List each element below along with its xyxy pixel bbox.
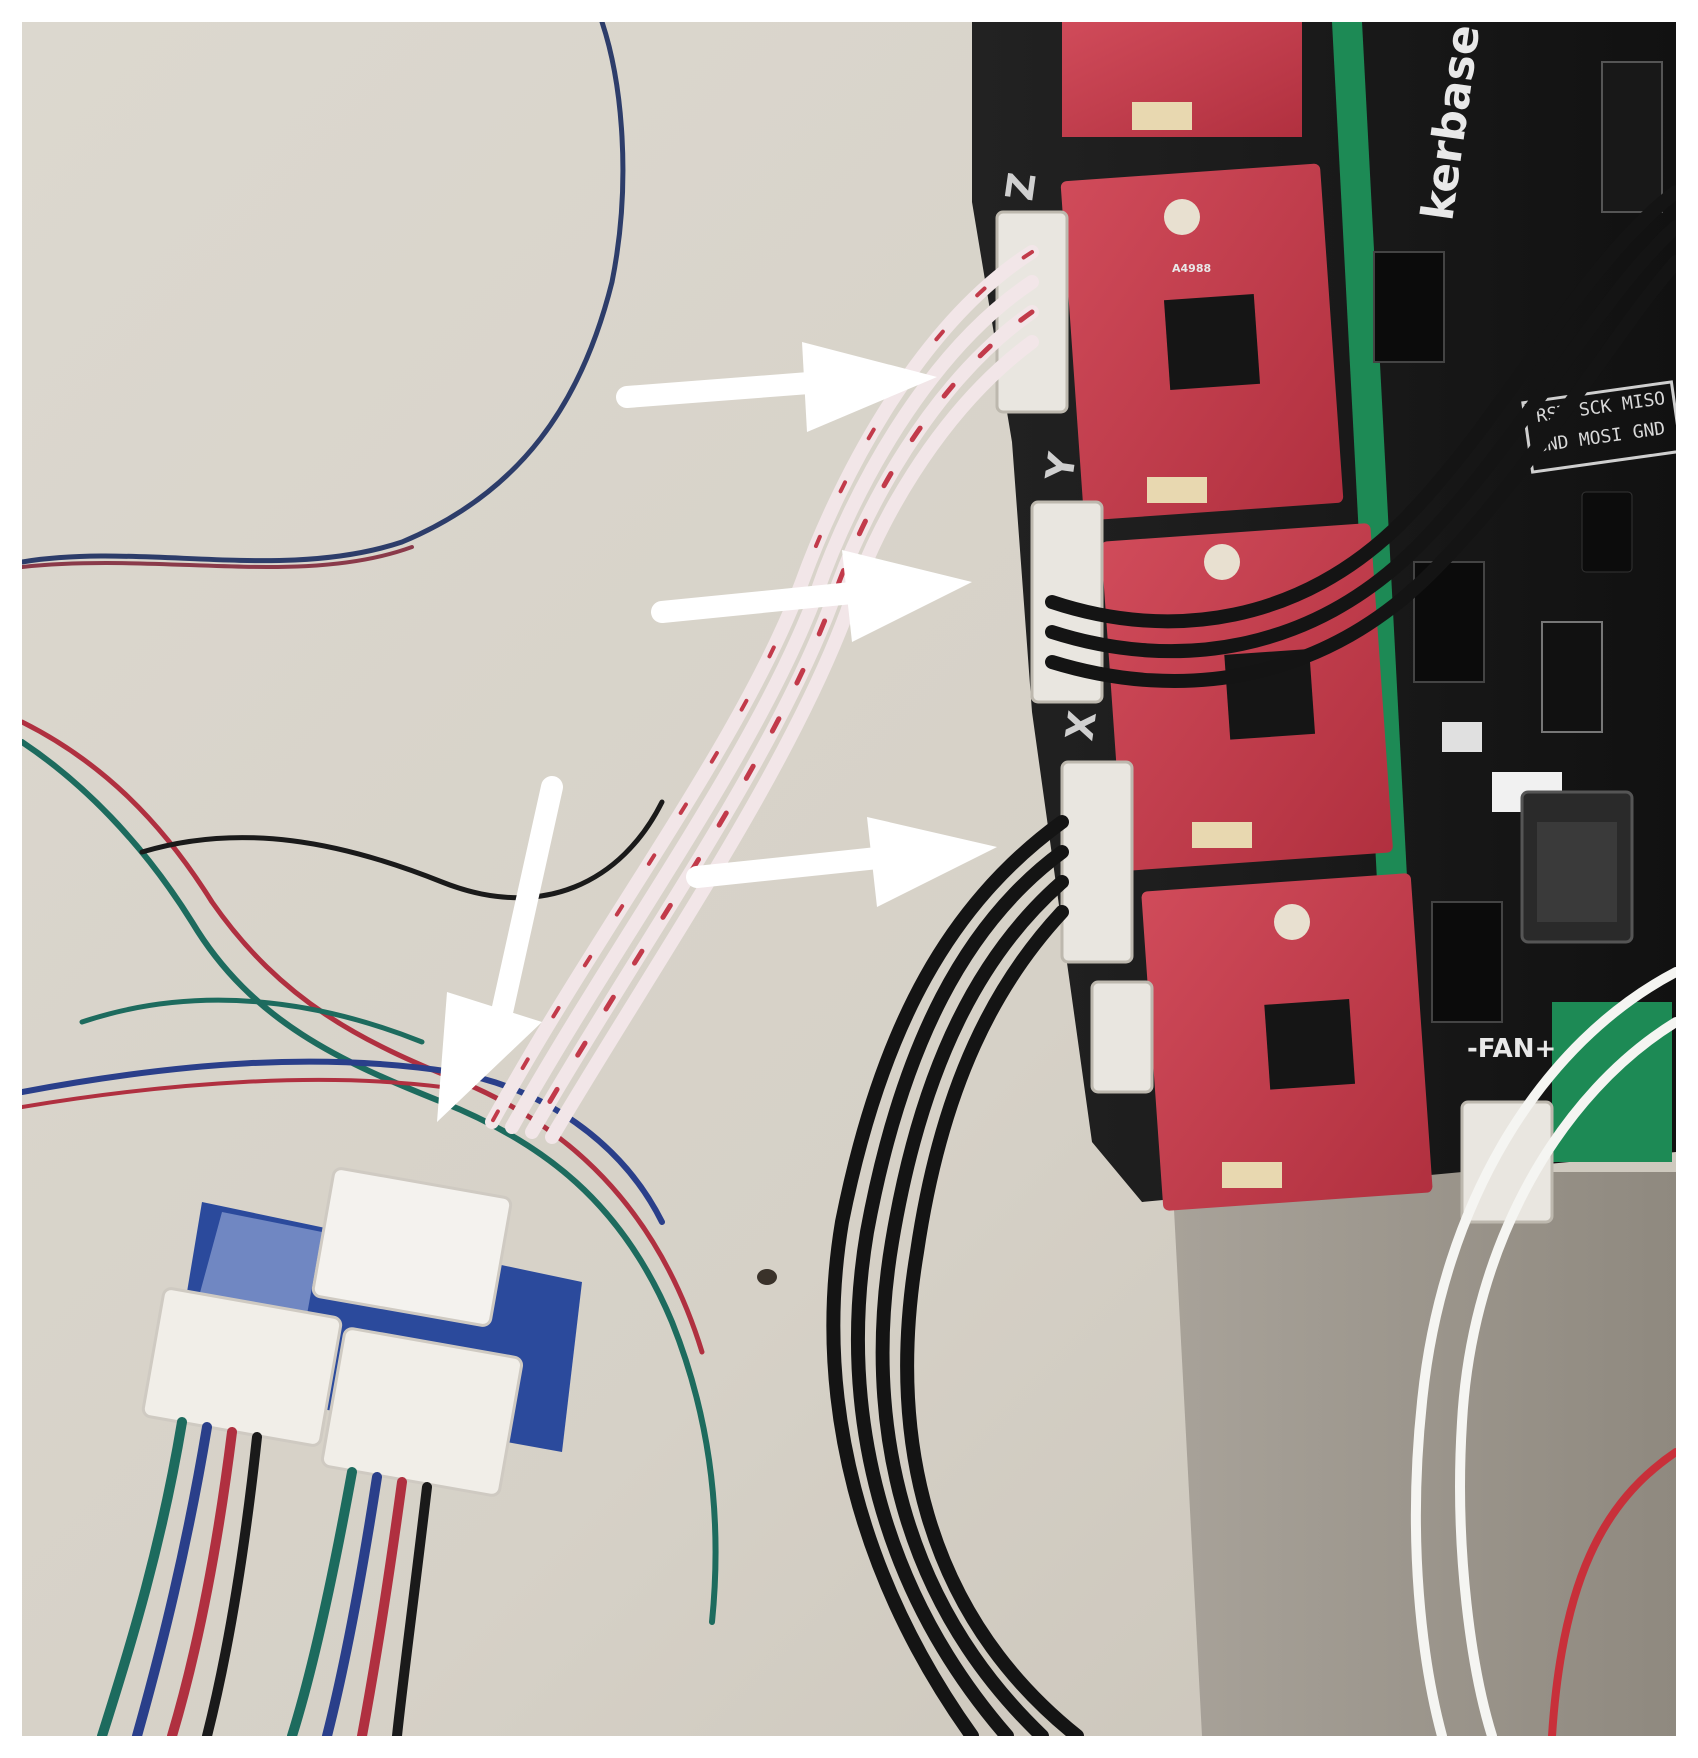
black-cables bbox=[826, 185, 1676, 1736]
arrow-to-x-connector bbox=[686, 817, 997, 907]
axis-label-y: Y bbox=[1037, 449, 1085, 484]
driver-chip-label-z: A4988 bbox=[1172, 262, 1211, 275]
enclosure-shadow bbox=[1172, 1172, 1676, 1736]
axis-label-x: X bbox=[1057, 708, 1105, 743]
white-cables bbox=[1410, 967, 1676, 1736]
driver-module-z: A4988 bbox=[1060, 163, 1344, 521]
fan-label: -FAN+ bbox=[1467, 1034, 1556, 1064]
driver-module-e bbox=[1062, 22, 1302, 137]
arrow-to-z-connector bbox=[616, 342, 937, 432]
arrow-to-sensor bbox=[437, 776, 563, 1122]
annotation-arrows bbox=[437, 342, 997, 1122]
photo-scene: kerbase RST SCK MISO GND MOSI GND bbox=[22, 22, 1676, 1736]
photo-frame: kerbase RST SCK MISO GND MOSI GND bbox=[22, 22, 1676, 1736]
arrow-to-y-connector bbox=[651, 550, 972, 642]
endstop-sensor bbox=[141, 1167, 582, 1497]
sensor-wires bbox=[97, 1417, 432, 1736]
background-wires bbox=[22, 22, 719, 1625]
stepper-drivers: A4988 bbox=[1060, 22, 1433, 1211]
driver-module-x bbox=[1141, 873, 1433, 1211]
surface-spot bbox=[757, 1269, 777, 1285]
driver-module-y bbox=[1101, 523, 1393, 871]
axis-label-z: Z bbox=[997, 170, 1044, 203]
